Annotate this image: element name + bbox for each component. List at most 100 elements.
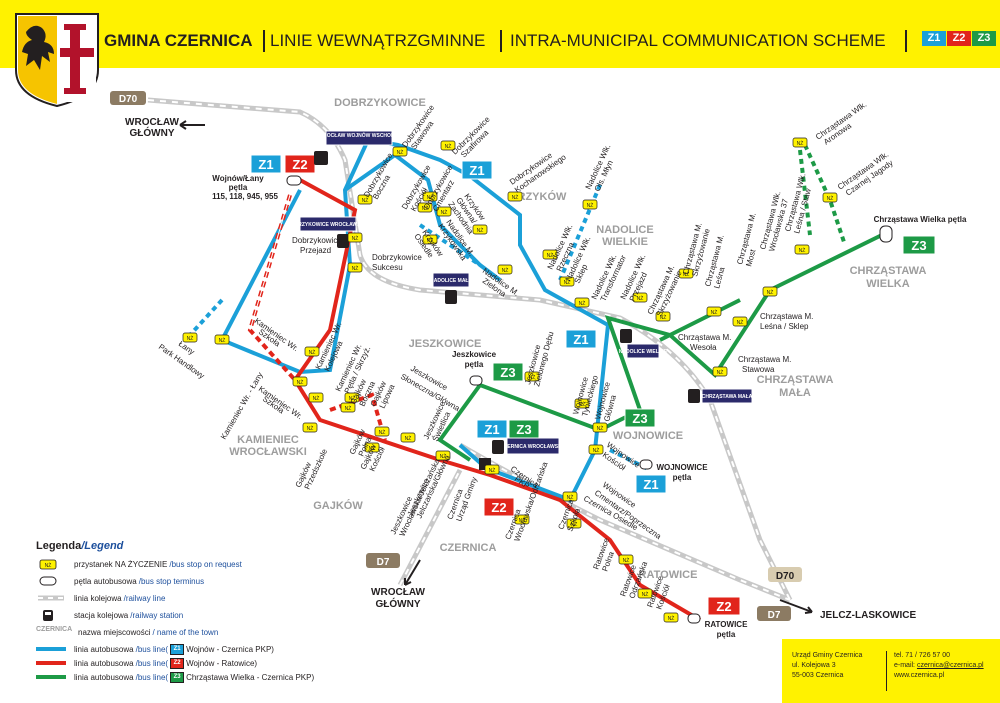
terminal-chrzastawa	[879, 225, 893, 243]
request-stop-label: NŻ	[683, 271, 690, 278]
legend-row-z3: linia autobusowa/bus line( Z3 Chrząstawa…	[36, 671, 376, 684]
contact-email-link[interactable]: czernica@czernica.pl	[916, 662, 984, 669]
legend: Legenda/Legend NŻ przystanek NA ŻYCZENIE…	[36, 540, 376, 685]
badge-z1-nadolice: Z1	[573, 332, 588, 347]
request-stop-label: NŻ	[307, 425, 314, 432]
request-stop-nz: NŻ	[794, 244, 810, 255]
z2-dash-stripe	[249, 194, 291, 331]
request-stop-nz: NŻ	[472, 224, 488, 235]
station-wroclaw-wojnow: WROCŁAW WOJNÓW WSCHODNI	[318, 131, 400, 139]
request-stop-nz: NŻ	[822, 192, 838, 203]
request-stop-nz: NŻ	[364, 442, 380, 453]
town-chrzastawa-w-2: WIELKA	[866, 278, 909, 290]
town-ratowice: RATOWICE	[639, 569, 698, 581]
bus-line-z1-krzykow-loop	[343, 152, 502, 282]
road-sign-d7-bottom: D7	[366, 553, 400, 568]
request-stop-nz: NŻ	[214, 334, 230, 345]
request-stop-nz: NŻ	[400, 432, 416, 443]
legend-row-town: CZERNICA nazwa miejscowości/ name of the…	[36, 626, 219, 637]
terminal-jeszkowice-1: Jeszkowice	[452, 350, 497, 359]
request-stop-nz: NŻ	[592, 422, 608, 433]
stop-label: Leśna / Sklep	[760, 322, 809, 331]
stop-label: Stawowa	[742, 365, 775, 374]
arrow-wroclaw-bottom	[404, 559, 421, 586]
request-stop-nz: NŻ	[655, 311, 671, 322]
request-stop-icon: NŻ	[39, 559, 57, 570]
badge-z3-czernica: Z3	[516, 422, 531, 437]
contact-separator	[886, 651, 887, 691]
train-icon	[620, 329, 632, 343]
request-stop-nz: NŻ	[663, 612, 679, 623]
town-wojnowice: WOJNOWICE	[613, 430, 683, 442]
dest-jelcz: JELCZ-LASKOWICE	[820, 610, 916, 621]
road-d70-top: D70	[119, 94, 138, 105]
stop-label: Kamieniec Wr. - Łany	[219, 371, 265, 441]
request-stop-label: NŻ	[519, 517, 526, 524]
request-stop-nz: NŻ	[562, 491, 578, 502]
contact-office: Urząd Gminy Czernica	[792, 652, 863, 659]
request-stop-nz: NŻ	[344, 392, 360, 403]
stop-label: Chrząstawa M.	[678, 333, 731, 342]
request-stop-label: NŻ	[489, 467, 496, 474]
request-stop-nz: NŻ	[302, 422, 318, 433]
request-stop-nz: NŻ	[357, 194, 373, 205]
terminal-jeszkowice-2: pętla	[465, 360, 484, 369]
request-stop-label: NŻ	[445, 143, 452, 150]
contact-web-link[interactable]: www.czernica.pl	[894, 672, 945, 679]
station-czernica: CZERNICA WROCŁAWSKA	[501, 444, 566, 450]
stop-label: Wesoła	[690, 343, 717, 352]
road-sign-d70-top: D70	[110, 91, 146, 105]
request-stop-nz: NŻ	[340, 402, 356, 413]
legend-row-z1: linia autobusowa/bus line( Z1 Wojnów - C…	[36, 643, 376, 656]
terminal-wojnowice-1: WOJNOWICE	[656, 463, 708, 472]
request-stop-label: NŻ	[427, 194, 434, 201]
train-icon	[688, 389, 700, 403]
request-stop-label: NŻ	[797, 140, 804, 147]
request-stop-label: NŻ	[799, 247, 806, 254]
request-stop-label: NŻ	[352, 235, 359, 242]
train-icon	[43, 610, 53, 621]
train-icon	[445, 290, 457, 304]
train-icon	[492, 440, 504, 454]
town-czernica: CZERNICA	[440, 542, 497, 554]
header-badge-z2: Z2	[947, 31, 971, 46]
town-nadolice-1: NADOLICE	[596, 224, 653, 236]
request-stop-nz: NŻ	[484, 464, 500, 475]
station-chrzastawa-mala: CHRZĄSTAWA MAŁA	[702, 394, 753, 400]
request-stop-nz: NŻ	[712, 366, 728, 377]
bus-line-z2-icon	[36, 661, 66, 665]
stop-label: Chrząstawa M.	[738, 355, 791, 364]
request-stop-nz: NŻ	[574, 297, 590, 308]
request-stop-label: NŻ	[529, 374, 536, 381]
request-stop-nz: NŻ	[422, 234, 438, 245]
request-stop-nz: NŻ	[524, 371, 540, 382]
town-kamieniec-2: WROCŁAWSKI	[229, 446, 307, 458]
road-sign-d7-right: D7	[757, 606, 791, 621]
train-icon	[337, 234, 349, 248]
header-badge-z1: Z1	[922, 31, 946, 46]
request-stop-nz: NŻ	[182, 332, 198, 343]
request-stop-nz: NŻ	[637, 588, 653, 599]
legend-badge-z2: Z2	[170, 658, 185, 669]
request-stop-label: NŻ	[422, 205, 429, 212]
contact-postal: 55-003 Czernica	[792, 672, 844, 679]
town-kamieniec-1: KAMIENIEC	[237, 434, 299, 446]
terminal-ratowice-2: pętla	[717, 630, 736, 639]
terminal-chrzastawa-label: Chrząstawa Wielka pętla	[874, 215, 967, 224]
railway-stations: WROCŁAW WOJNÓW WSCHODNI DOBRZYKOWICE WRO…	[287, 130, 753, 470]
station-nadolice-male: NADOLICE MAŁE	[430, 278, 472, 284]
train-icon	[314, 151, 328, 165]
station-box	[432, 272, 470, 288]
town-krzykow: KRZYKÓW	[510, 190, 567, 203]
request-stop-label: NŻ	[512, 194, 519, 201]
request-stop-nz: NŻ	[762, 286, 778, 297]
request-stop-label: NŻ	[397, 149, 404, 156]
request-stop-nz: NŻ	[542, 249, 558, 260]
header-badge-z3: Z3	[972, 31, 996, 46]
title-pl: LINIE WEWNĄTRZGMINNE	[270, 31, 486, 50]
road-d70-right: D70	[776, 571, 795, 582]
request-stop-label: NŻ	[405, 435, 412, 442]
station-box	[506, 437, 560, 455]
request-stop-label: NŻ	[427, 237, 434, 244]
